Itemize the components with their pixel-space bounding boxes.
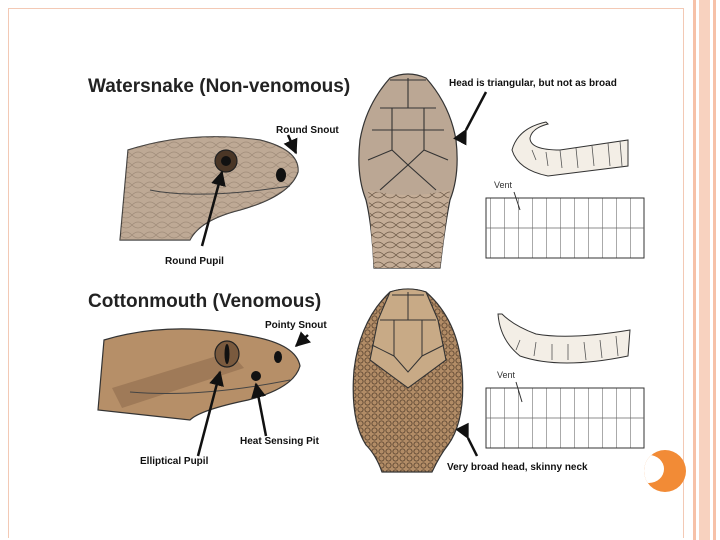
label-watersnake-vent: Vent [494,180,513,190]
label-cottonmouth-head: Very broad head, skinny neck [447,462,588,473]
cottonmouth-side-head [97,328,312,457]
cottonmouth-tail [485,313,645,449]
cottonmouth-title: Cottonmouth (Venomous) [88,291,322,312]
label-heat-pit: Heat Sensing Pit [240,436,319,447]
watersnake-side-head [119,134,299,247]
label-pointy-snout: Pointy Snout [265,320,327,331]
label-watersnake-head: Head is triangular, but not as broad [449,78,617,89]
watersnake-title: Watersnake (Non-venomous) [88,76,351,97]
label-round-snout: Round Snout [276,125,339,136]
cottonmouth-top-head [352,288,479,473]
label-round-pupil: Round Pupil [165,256,224,267]
decorative-side-stripes [690,0,720,540]
slide-frame [8,8,684,538]
watersnake-top-head [358,73,488,269]
watersnake-tail [485,121,645,259]
label-elliptical-pupil: Elliptical Pupil [140,456,209,467]
label-cottonmouth-vent: Vent [497,370,516,380]
decorative-orange-circle [644,450,686,492]
